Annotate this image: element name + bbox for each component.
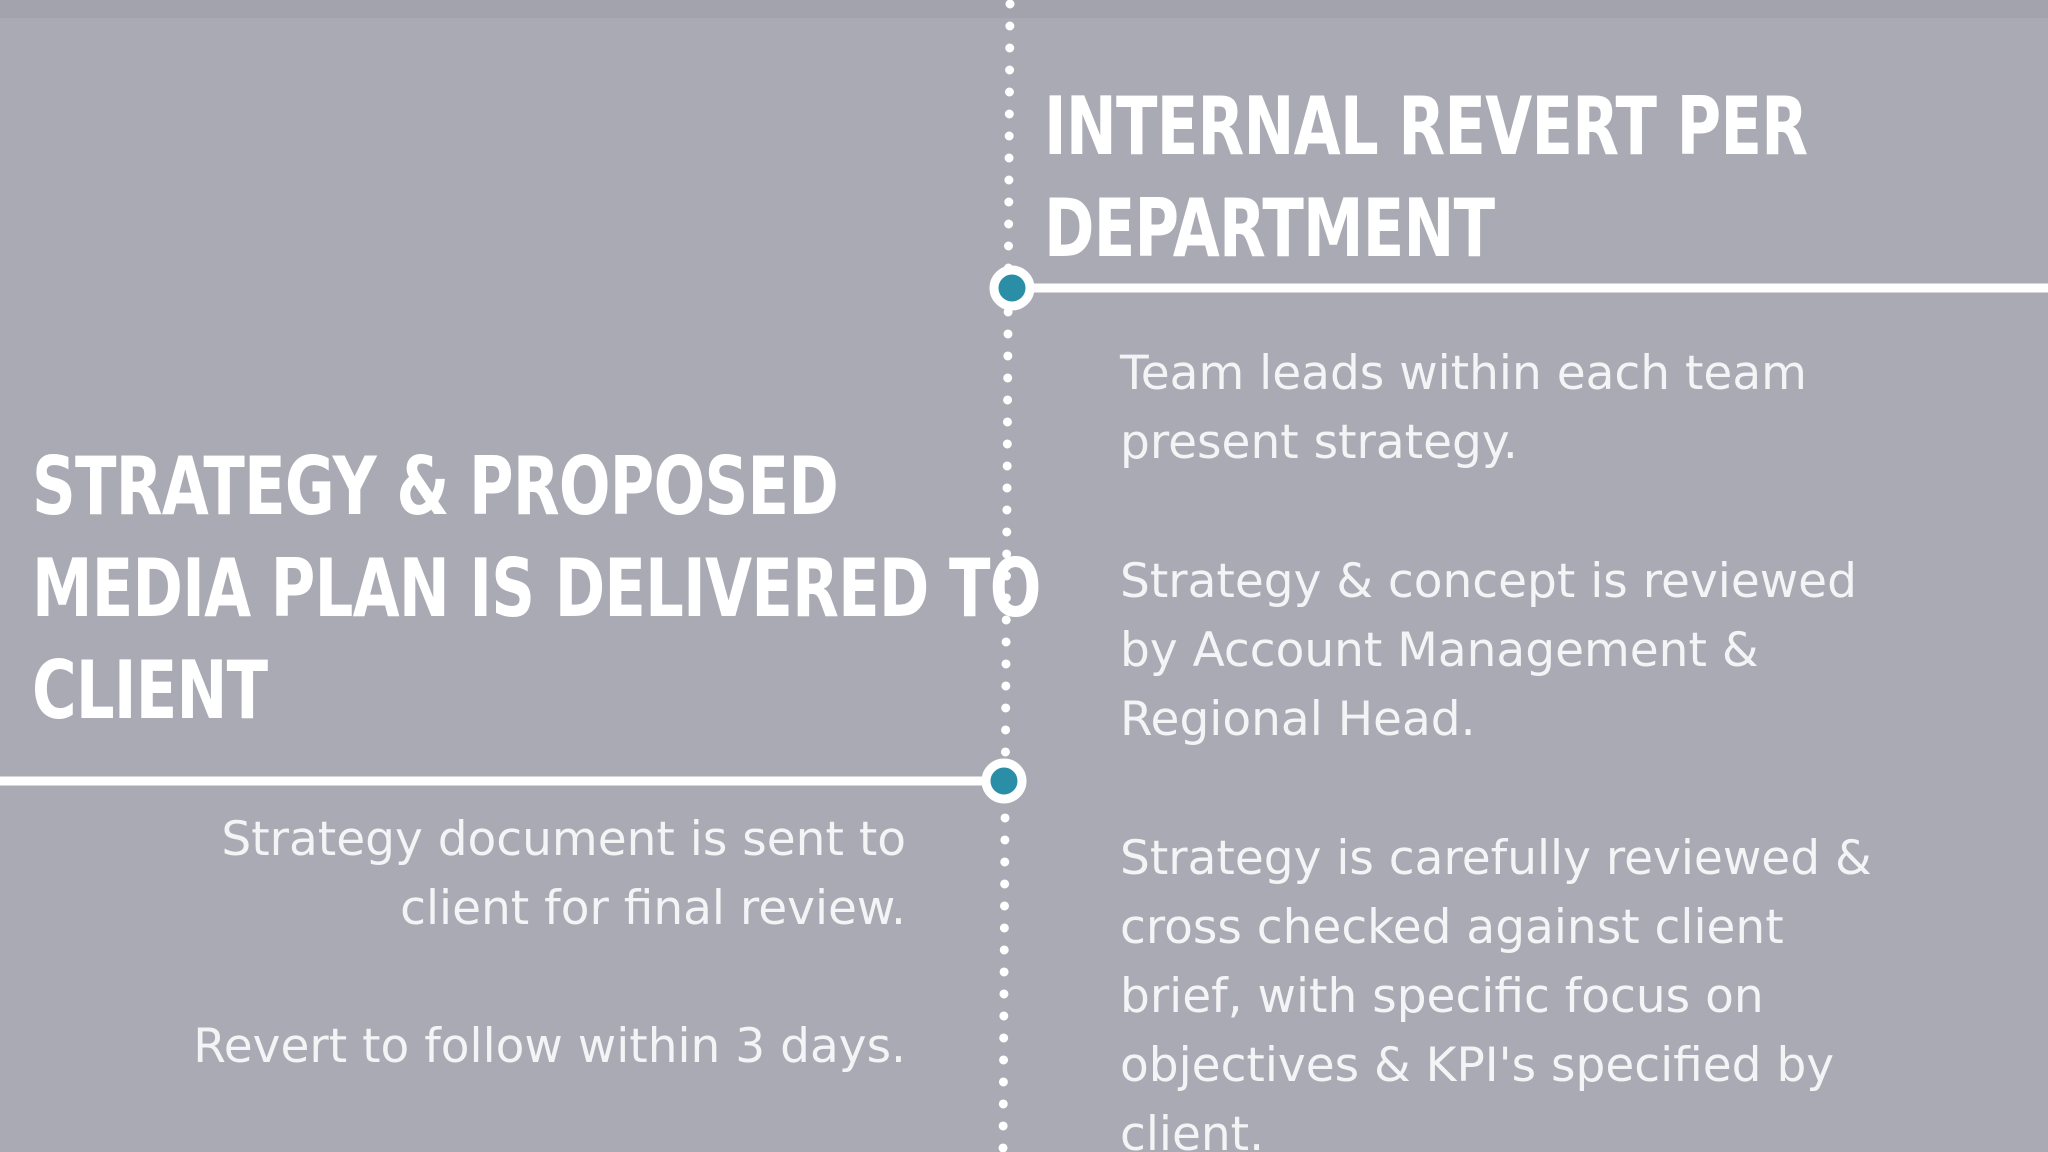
- text-line: objectives & KPI's specified by: [1120, 1038, 1835, 1093]
- text-line: Team leads within each team: [1120, 346, 1807, 401]
- internal-revert-title-line: INTERNAL REVERT PER: [1044, 80, 1808, 173]
- text-line: cross checked against client: [1120, 900, 1784, 955]
- text-line: Strategy document is sent to: [221, 812, 906, 867]
- text-line: Strategy is carefully reviewed &: [1120, 831, 1872, 886]
- text-line: Strategy & concept is reviewed: [1120, 554, 1857, 609]
- internal-revert-node: [989, 265, 1035, 311]
- delivery-title-line: STRATEGY & PROPOSED: [32, 440, 839, 533]
- internal-revert-item-brief-check: Strategy is carefully reviewed & cross c…: [1120, 824, 2000, 1152]
- text-line: Revert to follow within 3 days.: [193, 1019, 906, 1074]
- text-line: client for final review.: [400, 881, 906, 936]
- internal-revert-title-line: DEPARTMENT: [1044, 182, 1495, 275]
- delivery-title-line: CLIENT: [32, 644, 268, 737]
- delivery-title-line: MEDIA PLAN IS DELIVERED TO: [32, 542, 1041, 635]
- delivery-title: STRATEGY & PROPOSED MEDIA PLAN IS DELIVE…: [32, 436, 1041, 742]
- internal-revert-item-team-leads: Team leads within each team present stra…: [1120, 339, 2000, 477]
- text-line: brief, with specific focus on: [1120, 969, 1764, 1024]
- top-band: [0, 0, 2048, 18]
- text-line: Regional Head.: [1120, 692, 1476, 747]
- text-line: client.: [1120, 1107, 1265, 1152]
- timeline-vertical-dotted-line: [998, 0, 1015, 1152]
- delivery-item-revert-timing: Revert to follow within 3 days.: [0, 1012, 906, 1081]
- text-line: by Account Management &: [1120, 623, 1759, 678]
- internal-revert-item-account-review: Strategy & concept is reviewed by Accoun…: [1120, 547, 2000, 754]
- delivery-node: [981, 758, 1027, 804]
- delivery-item-document-sent: Strategy document is sent to client for …: [0, 805, 906, 943]
- text-line: present strategy.: [1120, 415, 1518, 470]
- internal-revert-title: INTERNAL REVERT PER DEPARTMENT: [1044, 76, 1808, 280]
